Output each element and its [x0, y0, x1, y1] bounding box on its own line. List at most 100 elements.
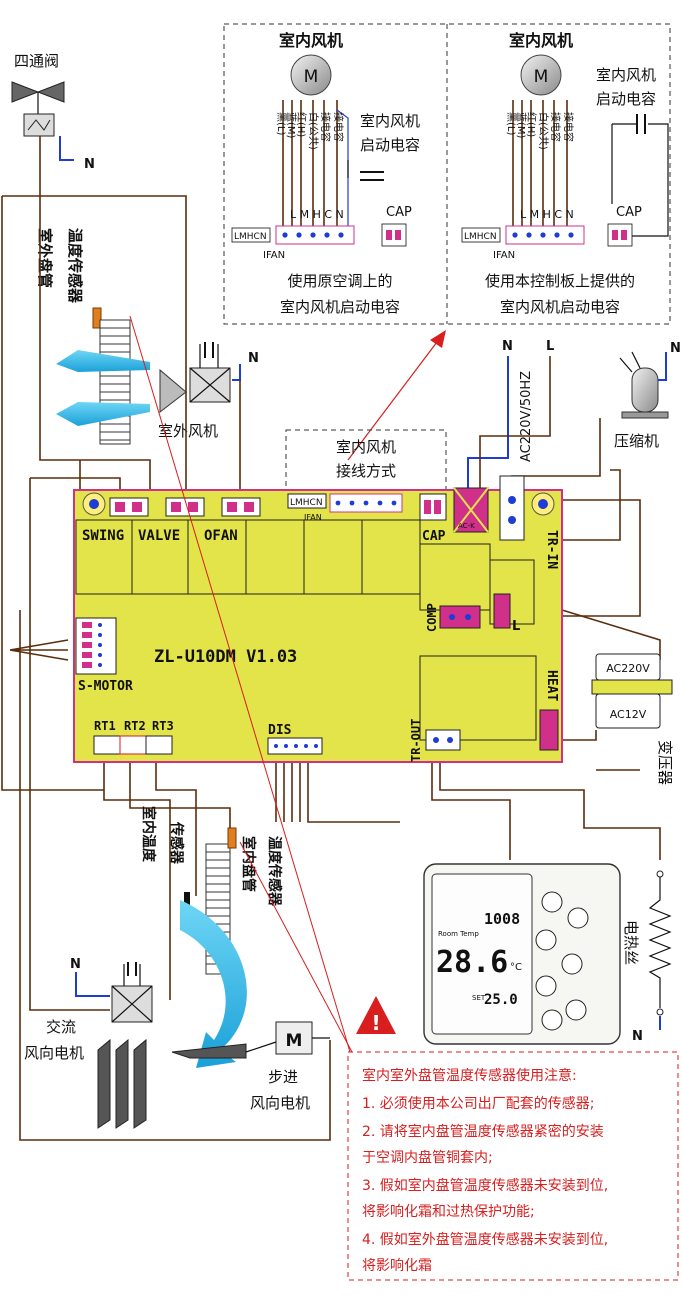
svg-text:温度传感器: 温度传感器	[66, 228, 84, 304]
ac-swing-1: 交流	[46, 1018, 76, 1036]
indoor-temp-sensor-icon	[184, 892, 190, 906]
label-heat: HEAT	[544, 670, 559, 701]
stepper-1: 步进	[268, 1068, 298, 1086]
label-rt3: RT3	[152, 719, 174, 733]
cap-label-1a: 室内风机	[360, 112, 420, 130]
method-board-cap: 室内风机 M 黑(L) 蓝(M) 红(H) 白(公共) 接电容 接电容 室内风机…	[461, 31, 669, 316]
n-comp: N	[670, 341, 681, 356]
wire-label-r2: 蓝(M)	[515, 112, 527, 139]
control-board: LMHCN IFAN AC-K SWIN	[73, 475, 563, 763]
motor-m-2: M	[534, 67, 549, 87]
display-temp: 28.6	[436, 945, 508, 980]
indoor-coil: 室内温度 传感器 室内盘管 温度传感器	[140, 806, 283, 1068]
note-3: 于空调内盘管铜套内;	[362, 1149, 493, 1166]
display-top-digits: 1008	[484, 910, 520, 928]
thermostat-panel: 1008 Room Temp 28.6 °C SET 25.0	[423, 863, 621, 1045]
use-board-line1: 使用本控制板上提供的	[485, 272, 635, 290]
note-1: 1. 必须使用本公司出厂配套的传感器;	[362, 1095, 595, 1112]
stepper-2: 风向电机	[250, 1094, 310, 1112]
wire-label-1: 黑(L)	[275, 112, 287, 135]
svg-text:室内盘管: 室内盘管	[240, 836, 257, 892]
mode-button-icon[interactable]	[567, 907, 589, 929]
use-original-line1: 使用原空调上的	[287, 272, 392, 290]
tf-ac12: AC12V	[610, 708, 647, 721]
outdoor-coil: 室外盘管 温度传感器	[36, 228, 150, 445]
compressor: N 压缩机	[614, 341, 681, 450]
indoor-fan-wiring-panel: 室内风机 M 黑(L) 蓝(M) 红(H) 白(公共) 接电容 接电容 室内风机…	[223, 23, 671, 325]
ac-swing-2: 风向电机	[24, 1044, 84, 1062]
four-way-valve: 四通阀 N	[11, 52, 95, 172]
transformer: AC220V AC12V 变压器	[591, 653, 674, 785]
clock-button-icon[interactable]	[541, 1009, 563, 1031]
svg-text:传感器: 传感器	[168, 821, 185, 865]
cap-label-1b: 启动电容	[360, 136, 420, 154]
wiring-method-2: 接线方式	[336, 462, 396, 480]
louver-icon	[97, 1038, 147, 1129]
valve-coil-icon	[23, 113, 55, 137]
cap-2: CAP	[616, 205, 642, 220]
n-swing: N	[70, 957, 81, 972]
terminals: LMHCN IFAN AC-K	[75, 475, 559, 755]
note-5: 将影响化霜和过热保护功能;	[362, 1204, 535, 1220]
wire-label-r5: 接电容	[549, 112, 562, 142]
tf-ac220: AC220V	[606, 662, 650, 675]
stepper-m: M	[286, 1031, 303, 1051]
airflow-arrow-icon	[56, 350, 150, 372]
heater-icon	[648, 877, 672, 1008]
n-heater: N	[632, 1029, 643, 1044]
wire-label-6: 接电容	[332, 112, 345, 142]
lmhcn-small-1: LMHCN	[234, 232, 267, 242]
timer-button-icon[interactable]	[565, 999, 587, 1021]
fan-button-icon[interactable]	[561, 953, 583, 975]
indoor-fan-motor-icon-2	[520, 54, 562, 96]
wire-label-2: 蓝(M)	[285, 112, 297, 139]
lmhcn-board: LMHCN	[290, 498, 323, 508]
power-button-icon[interactable]	[541, 891, 563, 913]
stepper-motor: M 步进 风向电机	[171, 1021, 330, 1112]
label-rt1: RT1	[94, 719, 116, 733]
ac-supply-label: AC220V/50HZ	[519, 371, 534, 462]
outdoor-sensor-icon	[92, 307, 102, 329]
label-rt2: RT2	[124, 719, 146, 733]
indoor-airflow-icon	[180, 900, 247, 1068]
wiring	[1, 136, 661, 1141]
display-set-temp: 25.0	[484, 992, 518, 1008]
stepper-icon	[275, 1021, 313, 1055]
wire-label-3: 红(H)	[295, 112, 308, 137]
indoor-fan-motor-icon	[290, 54, 332, 96]
outdoor-sensor-label: 室外盘管	[36, 228, 54, 288]
down-button-icon[interactable]	[535, 975, 557, 997]
ifan-1: IFAN	[263, 250, 285, 261]
ac-k-label: AC-K	[458, 522, 475, 530]
wire-label-r1: 黑(L)	[505, 112, 517, 135]
label-l: L	[512, 619, 520, 634]
cap-label-2a: 室内风机	[596, 66, 656, 84]
note-2: 2. 请将室内盘管温度传感器紧密的安装	[362, 1123, 604, 1140]
svg-text:室内温度: 室内温度	[140, 806, 157, 863]
use-original-line2: 室内风机启动电容	[280, 298, 400, 316]
ifan-2: IFAN	[493, 250, 515, 261]
pointer-arrow-icon	[430, 330, 446, 348]
display-unit: °C	[510, 962, 522, 973]
compressor-label: 压缩机	[614, 432, 659, 450]
n-fan: N	[248, 351, 259, 366]
wire-label-r3: 红(H)	[525, 112, 538, 137]
motor-m-1: M	[304, 67, 319, 87]
label-ofan: OFAN	[204, 528, 238, 544]
airflow-arrow-icon-2	[56, 402, 150, 426]
thermostat-buttons	[535, 891, 589, 1031]
lmhcn-small-2: LMHCN	[464, 232, 497, 242]
label-tr-out: TR-OUT	[409, 719, 423, 762]
label-s-motor: S-MOTOR	[78, 679, 133, 694]
display-set-label: SET	[472, 994, 486, 1002]
wire-label-4: 白(公共)	[307, 112, 320, 150]
indoor-coil-sensor-icon	[227, 827, 237, 849]
compressor-icon	[631, 367, 659, 413]
wiring-method-box: 室内风机 接线方式	[285, 429, 447, 497]
label-dis: DIS	[268, 723, 292, 738]
notes-box: 室内室外盘管温度传感器使用注意: 1. 必须使用本公司出厂配套的传感器; 2. …	[347, 1051, 679, 1281]
supply-l: L	[546, 339, 554, 354]
board-model: ZL-U10DM V1.03	[154, 647, 297, 667]
up-button-icon[interactable]	[535, 929, 557, 951]
